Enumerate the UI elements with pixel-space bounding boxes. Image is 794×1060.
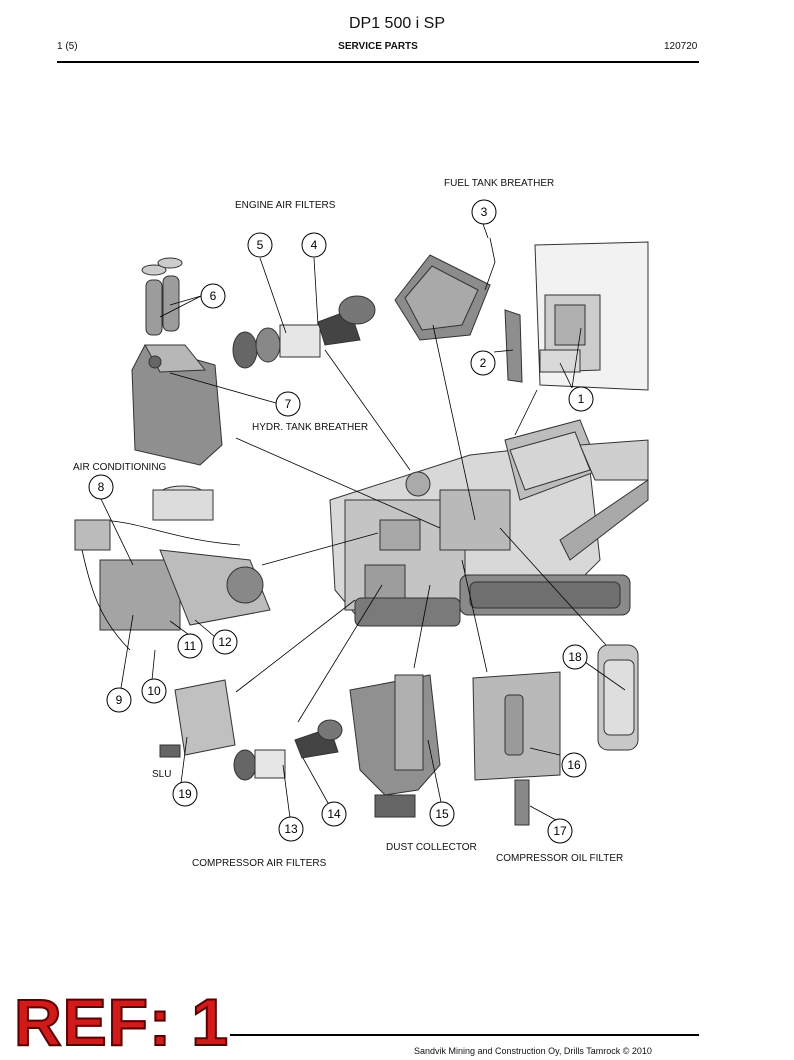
compressor-oil-filter-illustration bbox=[472, 671, 561, 826]
label-engine-air-filters: ENGINE AIR FILTERS bbox=[235, 200, 336, 211]
callout-6: 6 bbox=[210, 289, 217, 303]
callout-12: 12 bbox=[218, 635, 232, 649]
dust-collector-illustration bbox=[349, 674, 441, 818]
label-dust-collector: DUST COLLECTOR bbox=[386, 842, 477, 853]
air-conditioning-illustration bbox=[74, 485, 271, 651]
callout-18: 18 bbox=[568, 650, 582, 664]
cab-filter-illustration bbox=[504, 309, 523, 383]
callout-16: 16 bbox=[567, 758, 581, 772]
drill-rig-illustration bbox=[329, 419, 649, 627]
leader-lines bbox=[100, 223, 626, 821]
cab-illustration bbox=[534, 241, 649, 391]
hydraulic-filter-illustration bbox=[141, 257, 183, 336]
footer-copyright: Sandvik Mining and Construction Oy, Dril… bbox=[414, 1046, 652, 1056]
label-slu: SLU bbox=[152, 769, 172, 780]
header-rule bbox=[57, 61, 699, 63]
label-fuel-tank-breather: FUEL TANK BREATHER bbox=[444, 178, 555, 189]
engine-air-filter-illustration bbox=[232, 295, 376, 369]
callout-4: 4 bbox=[311, 238, 318, 252]
callout-9: 9 bbox=[116, 693, 123, 707]
hydraulic-tank-illustration bbox=[131, 344, 223, 466]
callout-15: 15 bbox=[435, 807, 449, 821]
label-air-conditioning: AIR CONDITIONING bbox=[73, 462, 167, 473]
compressor-air-filter-illustration bbox=[233, 719, 343, 781]
fuel-tank-illustration bbox=[394, 237, 496, 341]
document-title: DP1 500 i SP bbox=[348, 15, 446, 32]
callout-1: 1 bbox=[578, 392, 585, 406]
callout-19: 19 bbox=[178, 787, 192, 801]
callout-3: 3 bbox=[481, 205, 488, 219]
reference-stamp: REF: 1 bbox=[13, 984, 230, 1060]
label-compressor-oil-filter: COMPRESSOR OIL FILTER bbox=[496, 853, 624, 864]
label-compressor-air-filters: COMPRESSOR AIR FILTERS bbox=[192, 858, 327, 869]
label-hydr-tank-breather: HYDR. TANK BREATHER bbox=[252, 422, 369, 433]
callout-5: 5 bbox=[257, 238, 264, 252]
section-title: SERVICE PARTS bbox=[338, 41, 418, 52]
callout-14: 14 bbox=[327, 807, 341, 821]
callout-11: 11 bbox=[184, 639, 197, 653]
callout-7: 7 bbox=[285, 397, 292, 411]
callout-numbers: 1 2 3 4 5 6 7 8 9 10 11 12 13 14 15 16 1… bbox=[98, 205, 585, 838]
callout-8: 8 bbox=[98, 480, 105, 494]
footer-rule bbox=[230, 1034, 699, 1036]
page-number: 1 (5) bbox=[57, 41, 78, 52]
callout-13: 13 bbox=[284, 822, 298, 836]
filter-18-illustration bbox=[597, 644, 639, 751]
callout-17: 17 bbox=[553, 824, 567, 838]
callout-circles bbox=[88, 199, 594, 844]
callout-2: 2 bbox=[480, 356, 487, 370]
document-code: 120720 bbox=[664, 41, 698, 52]
slu-illustration bbox=[159, 679, 236, 758]
callout-10: 10 bbox=[147, 684, 161, 698]
